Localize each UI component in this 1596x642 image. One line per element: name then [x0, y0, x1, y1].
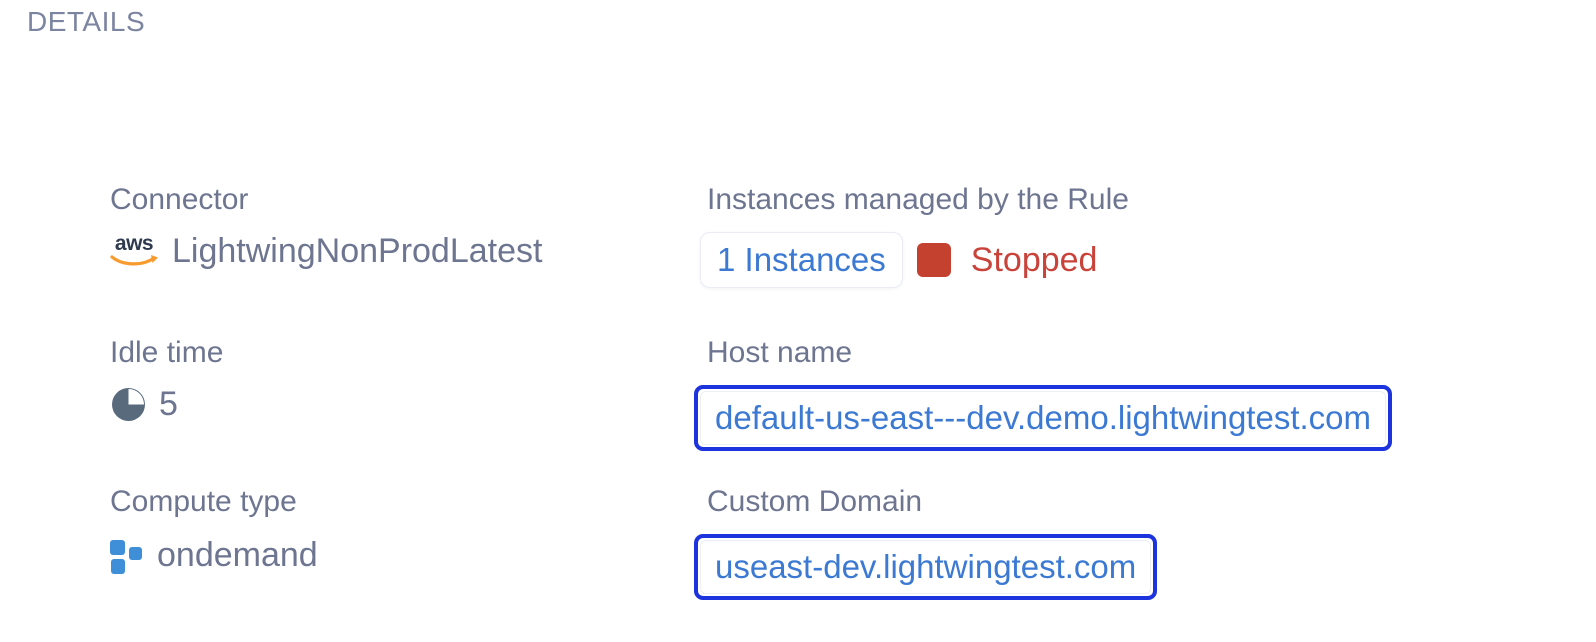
aws-icon-text: aws — [114, 232, 154, 256]
host-name-field: Host name default-us-east---dev.demo.lig… — [694, 336, 1393, 451]
connector-label: Connector — [110, 183, 249, 216]
section-title: DETAILS — [27, 6, 146, 37]
idle-time-field: Idle time 5 — [110, 336, 223, 424]
custom-domain-field: Custom Domain useast-dev.lightwingtest.c… — [694, 485, 1158, 600]
instances-label: Instances managed by the Rule — [707, 183, 1129, 216]
idle-time-value: 5 — [159, 385, 178, 423]
compute-type-value-row: ondemand — [110, 534, 318, 576]
host-name-link[interactable]: default-us-east---dev.demo.lightwingtest… — [694, 385, 1393, 451]
instances-field: Instances managed by the Rule 1 Instance… — [700, 183, 1129, 288]
compute-type-value: ondemand — [157, 535, 318, 574]
custom-domain-link[interactable]: useast-dev.lightwingtest.com — [694, 534, 1158, 600]
connector-value-row: aws LightwingNonProdLatest — [110, 232, 542, 271]
compute-type-field: Compute type ondemand — [110, 485, 318, 576]
host-name-value[interactable]: default-us-east---dev.demo.lightwingtest… — [700, 391, 1387, 445]
custom-domain-value[interactable]: useast-dev.lightwingtest.com — [700, 540, 1152, 594]
stopped-status-icon — [916, 243, 951, 277]
idle-time-label: Idle time — [110, 336, 224, 369]
host-name-label: Host name — [707, 336, 853, 369]
aws-smile-arrow — [110, 254, 158, 266]
compute-type-icon — [110, 540, 142, 574]
instances-value-row: 1 Instances Stopped — [700, 232, 1129, 288]
stopped-status-text: Stopped — [970, 240, 1098, 279]
custom-domain-label: Custom Domain — [707, 485, 923, 518]
instances-count-link[interactable]: 1 Instances — [700, 232, 903, 288]
pie-chart-icon — [112, 388, 145, 421]
idle-time-value-row: 5 — [110, 385, 223, 424]
connector-value: LightwingNonProdLatest — [172, 232, 543, 270]
compute-type-label: Compute type — [110, 485, 297, 518]
connector-field: Connector aws LightwingNonProdLatest — [110, 183, 542, 271]
aws-icon: aws — [110, 232, 158, 268]
